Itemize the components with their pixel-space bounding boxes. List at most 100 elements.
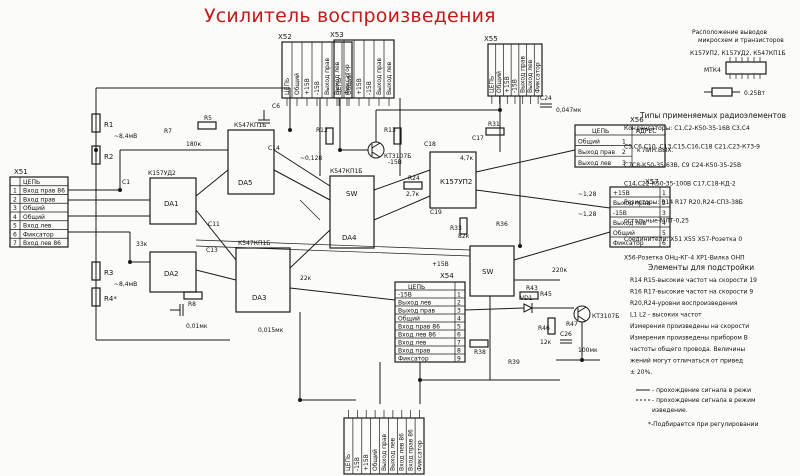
component-labels: R1 R2 R3 R4* R5 R7 R8 R12 R13 R24 R31 R3… (104, 95, 598, 366)
bottom-xp-pin-label: +15В (363, 454, 370, 471)
x57-row-label: +15В (613, 190, 630, 197)
adj-line: R14 R15-высокие частот на скорости 19 (630, 277, 757, 284)
label-c26: C26 (560, 331, 572, 338)
label-v128b: ~1,28 (578, 191, 597, 198)
x57-row-number: 3 (662, 210, 666, 217)
da1-label: DA1 (164, 200, 179, 208)
top-x52-pin-label: Выход прав (324, 57, 331, 95)
adj-line: Измерения произведены на скорости (630, 323, 749, 330)
x56-name: X56 (630, 116, 644, 124)
label-c19: C19 (430, 209, 442, 216)
top-x55-pin-label: +15В (504, 76, 511, 93)
label-v8mv: ~8,4мВ (114, 133, 137, 140)
pinout-legend: Расположение выводов микросхем и транзис… (690, 29, 786, 97)
top-x53-pin-label: -15В (366, 81, 373, 95)
resistor-r43 (519, 291, 539, 300)
label-v128c: ~1,28 (578, 211, 597, 218)
x51-pin-label: Вход лев (23, 223, 52, 230)
top-x55-pin-label: -15В (512, 79, 519, 93)
top-x52-pin-label: Фиксатор (344, 64, 351, 95)
chip-da3: DA3 К547КП1Б (235, 240, 291, 313)
label-v128: ~0,128 (300, 155, 322, 162)
label-r47: R47 (566, 321, 578, 328)
label-v15: -15В (388, 159, 402, 166)
top-x55-pin-label: Фиксатор (535, 62, 542, 93)
x54-row-label: Выход лев (398, 300, 432, 307)
pinout-header: Расположение выводов (692, 29, 768, 36)
resistor-r1 (91, 113, 101, 133)
label-c6: C6 (272, 103, 280, 110)
parts-line: остальные-МЛТ-0,25 (624, 218, 689, 225)
x54-row-label: Вход прав 86 (398, 324, 440, 331)
wiring (68, 87, 611, 404)
x51-pin-label: Фиксатор (23, 231, 54, 238)
resistor-sample-label: 0.25Вт (744, 90, 765, 97)
da4-type: К547КП1Б (330, 168, 362, 175)
chip-da1: DA1 К157УД2 (148, 170, 197, 225)
label-r3: R3 (104, 269, 113, 277)
x51-pin-label: Общий (23, 205, 45, 212)
sw-label: SW (346, 190, 357, 198)
x54-row-number: 2 (457, 300, 461, 307)
vt2-label: КТ3107Б (592, 313, 619, 320)
resistor-r46 (547, 317, 556, 335)
x54-row-number: 4 (457, 316, 461, 323)
x56-row-label: Общий (578, 139, 600, 146)
x57-row-number: 1 (662, 190, 666, 197)
top-x53-pin-label: +15В (356, 78, 363, 95)
label-c11: C11 (208, 221, 220, 228)
x51-pin-label: Вход прав 86 (23, 188, 65, 195)
label-k220: 220к (552, 267, 567, 274)
bottom-xp-pin-label: -15В (354, 457, 361, 471)
label-v15b: +15В (432, 261, 449, 268)
x54-row-label: Общий (398, 316, 420, 323)
parts-line: Конденсаторы: С1,С2-К50-35-16В С3,С4 (624, 125, 750, 132)
pinout-parts: К157УП2, К157УД2, К547КП1Б (690, 50, 786, 57)
x54-row-label: Вход лев (398, 340, 427, 347)
resistor-sample (711, 87, 733, 97)
resistor-r4 (91, 287, 101, 307)
label-c17: C17 (472, 135, 484, 142)
adj-line: R20,R24-уровни воспроизведения (630, 300, 738, 307)
label-r46: R46 (538, 325, 550, 332)
label-k12: 12к (540, 339, 552, 346)
parts-header: Типы применяемых радиоэлементов (639, 111, 786, 120)
bottom-xp-pin-label: Выход лев (390, 437, 397, 471)
label-r45: R45 (540, 291, 552, 298)
x51-pin-label: ЦЕПЬ (23, 179, 40, 186)
x54-row-number: 5 (457, 324, 461, 331)
label-r4: R4* (104, 295, 117, 303)
resistor-r24 (403, 181, 423, 190)
top-x53-pin-label: ЦЕПЬ (336, 78, 343, 95)
x54-row-label: Вход лев 86 (398, 332, 436, 339)
x54-row-label: Вход прав (398, 348, 431, 355)
x57-row-label: -15В (613, 210, 627, 217)
adj-line: жений могут отличаться от привед (630, 358, 743, 365)
parts-info: Типы применяемых радиоэлементов Конденса… (624, 111, 786, 428)
x57-row-label: Выход лев (613, 220, 647, 227)
legend-line: - прохождение сигнала в режи (652, 387, 751, 394)
label-r36: R36 (496, 221, 508, 228)
da2-label: DA2 (164, 270, 179, 278)
diode-vd1: VD1 (520, 295, 534, 313)
label-r5: R5 (204, 115, 212, 122)
label-k22: 22к (300, 275, 312, 282)
top-x53-pin-label: Выход лев (386, 61, 393, 95)
resistor-r13 (393, 127, 402, 145)
x51-pin-number: 2 (13, 196, 17, 203)
top-x52-name: X52 (278, 33, 292, 41)
resistor-r2 (91, 145, 101, 165)
x54-row-number: 9 (457, 356, 461, 363)
x54-row-number: 1 (457, 292, 461, 299)
chip-da5: DA5 К547КП1Б (227, 122, 275, 195)
resistor-r38 (469, 339, 489, 348)
parts-line: Соединители: X51 X55 X57-Розетка 0 (624, 236, 742, 243)
x57-row-label: Выход прав (613, 200, 651, 207)
top-x55-pin-label: Выход прав (519, 55, 526, 93)
